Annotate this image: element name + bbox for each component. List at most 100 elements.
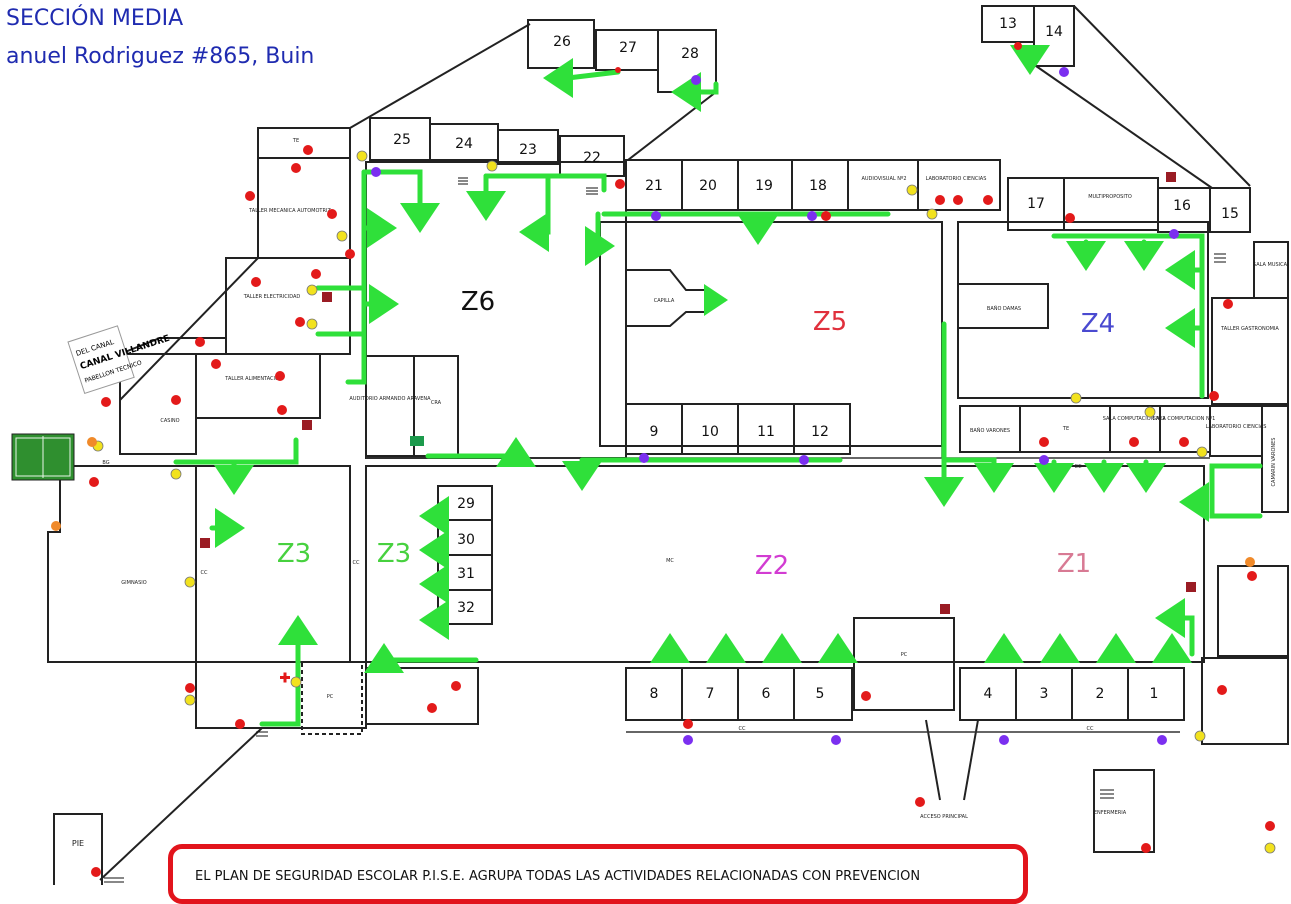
extinguisher-icon: [195, 337, 205, 347]
cancha-sign: DEL CANAL CANAL VILLANDRE PABELLON TECNI…: [67, 325, 171, 394]
extinguisher-icon: [91, 867, 101, 877]
stairs-icon: [1214, 253, 1226, 263]
meeting-point-icon: [831, 735, 841, 745]
room-6: 6: [762, 686, 771, 702]
bano-damas-label: BAÑO DAMAS: [987, 305, 1021, 312]
alarm-icon: [306, 318, 318, 330]
room-1: 1: [1150, 686, 1159, 702]
alarm-icon: [1070, 392, 1082, 404]
extinguisher-icon: [983, 195, 993, 205]
capilla-label: CAPILLA: [654, 298, 675, 304]
room-3: 3: [1040, 686, 1049, 702]
fire-extinguisher-markers: [89, 42, 1275, 877]
pie-label: PIE: [72, 839, 84, 848]
multiproposito-label: MULTIPROPOSITO: [1088, 194, 1132, 200]
sala-musica-label: SALA MUSICA: [1253, 262, 1288, 268]
extinguisher-icon: [683, 719, 693, 729]
extinguisher-icon: [311, 269, 321, 279]
te-label-2: TE: [1062, 426, 1069, 432]
first-aid-icon: [1245, 557, 1255, 567]
meeting-point-icon: [683, 735, 693, 745]
stairs-icon: [458, 177, 468, 185]
extinguisher-icon: [1247, 571, 1257, 581]
casino-label: CASINO: [160, 418, 179, 424]
evacuation-routes: [173, 45, 1263, 727]
school-address: anuel Rodriguez #865, Buin: [6, 44, 315, 69]
te-label-1: TE: [292, 138, 299, 144]
stairs-icon: [586, 187, 598, 195]
room-9: 9: [650, 424, 659, 440]
cc-label-4: CC: [1075, 464, 1082, 470]
meeting-point-icon: [691, 75, 701, 85]
room-12: 12: [811, 424, 829, 440]
alarm-icon: [306, 284, 318, 296]
extinguisher-icon: [1129, 437, 1139, 447]
zone-z3-label-1: Z3: [277, 539, 311, 569]
room-10: 10: [701, 424, 719, 440]
taller-mecanica-label: TALLER MECANICA AUTOMOTRIZ: [248, 208, 331, 214]
meeting-point-icon: [651, 211, 661, 221]
alarm-icon: [290, 676, 302, 688]
meeting-point-icon: [371, 167, 381, 177]
first-aid-icon: [87, 437, 97, 447]
room-14: 14: [1045, 24, 1063, 40]
extinguisher-icon: [171, 395, 181, 405]
room-15: 15: [1221, 206, 1239, 222]
room-29: 29: [457, 496, 475, 512]
cc-label-3: CC: [1087, 726, 1094, 732]
first-aid-cross-icon: [280, 672, 290, 683]
extinguisher-icon: [277, 405, 287, 415]
cc-label-2: CC: [739, 726, 746, 732]
gimnasio-label: GIMNASIO: [121, 580, 146, 586]
mc-label: MC: [666, 558, 674, 564]
extinguisher-icon: [101, 397, 111, 407]
map-title: SECCIÓN MEDIA: [6, 6, 184, 31]
zone-z4-label: Z4: [1081, 309, 1115, 339]
room-27: 27: [619, 40, 637, 56]
alarm-icon: [486, 160, 498, 172]
alarm-markers: [92, 150, 1276, 854]
meeting-point-icon: [1039, 455, 1049, 465]
room-4: 4: [984, 686, 993, 702]
building-outlines: [47, 5, 1289, 885]
sports-court: [11, 433, 75, 481]
extinguisher-icon: [235, 719, 245, 729]
camarin-varones-label: CAMARIN VARONES: [1271, 438, 1277, 487]
enfermeria-label: ENFERMERIA: [1094, 810, 1127, 816]
room-7: 7: [706, 686, 715, 702]
fire-cabinet-icon: [200, 538, 210, 548]
extinguisher-icon: [427, 703, 437, 713]
extinguisher-icon: [1014, 42, 1022, 50]
alarm-icon: [1196, 446, 1208, 458]
alarm-icon: [356, 150, 368, 162]
pise-notice-text: EL PLAN DE SEGURIDAD ESCOLAR P.I.S.E. AG…: [195, 869, 921, 884]
sala-computacion-2-label: SALA COMPUTACION Nº2: [1103, 416, 1166, 422]
extinguisher-icon: [1141, 843, 1151, 853]
extinguisher-icon: [251, 277, 261, 287]
stairs-icon: [1100, 789, 1114, 799]
room-21: 21: [645, 178, 663, 194]
room-32: 32: [457, 600, 475, 616]
first-aid-markers: [51, 437, 1255, 567]
room-13: 13: [999, 16, 1017, 32]
cc-gym-label: CC: [201, 570, 208, 576]
alarm-icon: [184, 694, 196, 706]
extinguisher-icon: [451, 681, 461, 691]
extinguisher-icon: [327, 209, 337, 219]
extinguisher-icon: [1265, 821, 1275, 831]
pc-label-2: PC: [327, 694, 334, 700]
fire-cabinet-icon: [322, 292, 332, 302]
room-28: 28: [681, 46, 699, 62]
room-22: 22: [583, 150, 601, 166]
zone-z6-label: Z6: [461, 287, 495, 317]
room-18: 18: [809, 178, 827, 194]
bg-label: BG: [102, 460, 109, 466]
pc-label-1: PC: [901, 652, 908, 658]
cc-label-1: CC: [353, 560, 360, 566]
extinguisher-icon: [915, 797, 925, 807]
extinguisher-icon: [295, 317, 305, 327]
taller-electricidad-label: TALLER ELECTRICIDAD: [243, 294, 301, 300]
taller-gastronomia-label: TALLER GASTRONOMIA: [1220, 326, 1279, 332]
room-31: 31: [457, 566, 475, 582]
room-24: 24: [455, 136, 473, 152]
